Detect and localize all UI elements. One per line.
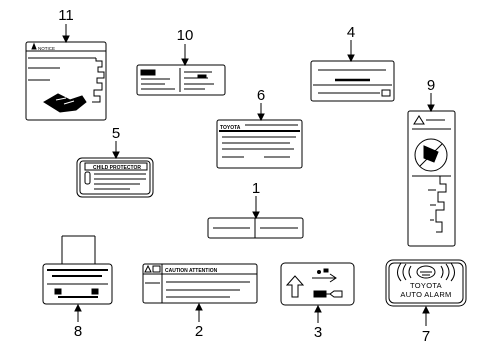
plug-icon [312, 273, 337, 283]
label-10 [136, 64, 226, 96]
callout-1: 1 [252, 180, 260, 197]
leader-lines [62, 24, 435, 326]
callout-6: 6 [257, 87, 265, 104]
alarm-line-1: TOYOTA [410, 281, 442, 290]
label-8 [42, 235, 113, 305]
callout-8: 8 [74, 323, 82, 340]
callout-5: 5 [112, 125, 120, 142]
caution-attention-label [142, 263, 258, 304]
label-4 [310, 60, 395, 102]
notice-text: NOTICE [38, 46, 55, 51]
toyota-label [216, 119, 303, 169]
callout-4: 4 [347, 24, 355, 41]
toyota-text: TOYOTA [220, 125, 241, 131]
notice-label [25, 41, 107, 121]
callout-3: 3 [314, 324, 322, 341]
callout-9: 9 [427, 77, 435, 94]
callout-11: 11 [58, 7, 74, 24]
label-3 [280, 262, 355, 306]
label-1 [207, 217, 304, 239]
callout-10: 10 [177, 27, 194, 44]
child-protector-text: CHILD PROTECTOR [93, 165, 141, 171]
label-9 [407, 110, 456, 247]
caution-attention-text: CAUTION ATTENTION [165, 268, 218, 274]
callout-7: 7 [422, 328, 430, 345]
alarm-line-2: AUTO ALARM [400, 290, 451, 299]
child-protector-label [76, 157, 154, 198]
callout-2: 2 [195, 323, 203, 340]
